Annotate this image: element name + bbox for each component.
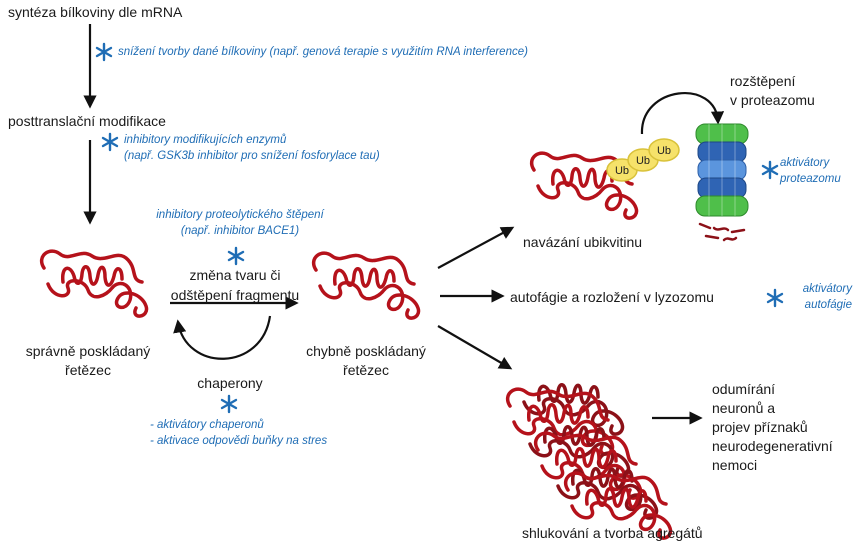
arrow-chaperone-refold [173,315,272,360]
autophagy-label: autofágie a rozložení v lyzozomu [510,289,714,305]
protease-intervention-line1: inhibitory proteolytického štěpení [156,209,324,221]
ubiquitin-binding-label: navázání ubikvitinu [523,234,643,250]
neuron-death-line2: neuronů a [712,400,776,416]
proteasome-intervention-line2: proteazomu [780,173,841,185]
ubiquitin-tags [606,138,680,182]
enzyme-intervention-line2: (např. GSK3b inhibitor pro snížení fosfo… [124,150,380,162]
chaperone-intervention-line1: - aktivátory chaperonů [150,419,264,431]
misfolded-chain-graphic [311,251,421,320]
proteasome-star-icon [761,160,779,180]
cleavage-label-line2: v proteazomu [730,92,815,108]
chaperone-star-icon [220,394,238,414]
autophagy-intervention-line2: autofágie [804,299,852,311]
arrow-to-aggregation [437,325,513,370]
aggregation-label: shlukování a tvorba agregátů [522,525,703,541]
neuron-death-line1: odumírání [712,381,776,397]
neuron-death-line4: neurodegenerativní [712,438,833,454]
enzyme-star-icon [101,132,119,152]
proteasome-graphic [695,123,749,217]
neuron-death-line3: projev příznaků [712,419,808,435]
ptm-label: posttranslační modifikace [8,113,166,129]
ub-label-1: Ub [615,165,629,177]
arrow-to-proteasome [640,92,725,135]
aggregate-graphic [505,382,673,540]
rnai-star-icon [95,42,113,62]
synthesis-label: syntéza bílkoviny dle mRNA [8,4,183,20]
peptide-fragments [698,222,746,242]
correct-chain-label-line2: řetězec [65,362,111,378]
ub-label-3: Ub [657,145,671,157]
cleavage-label-line1: rozštěpení [730,73,796,89]
protease-star-icon [227,246,245,266]
misfolded-chain-label-line2: řetězec [343,362,389,378]
protease-intervention-line2: (např. inhibitor BACE1) [180,225,300,237]
arrow-to-ubiquitin [437,226,515,269]
chaperone-intervention-line2: - aktivace odpovědi buňky na stres [150,435,328,447]
chaperones-label: chaperony [197,375,263,391]
autophagy-intervention-line1: aktivátory [802,283,852,295]
correct-chain-label-line1: správně poskládaný [25,343,151,359]
ub-label-2: Ub [636,155,650,167]
correct-chain-graphic [39,249,149,318]
misfolded-chain-label-line1: chybně poskládaný [306,343,426,359]
neuron-death-line5: nemoci [712,457,758,473]
change-label-line2: odštěpení fragmentu [170,287,300,303]
change-label-line1: změna tvaru či [189,267,281,283]
enzyme-intervention-line1: inhibitory modifikujících enzymů [124,134,287,146]
rnai-intervention-text: snížení tvorby dané bílkoviny (např. gen… [118,46,528,58]
autophagy-star-icon [766,288,784,308]
proteasome-intervention-line1: aktivátory [780,157,830,169]
